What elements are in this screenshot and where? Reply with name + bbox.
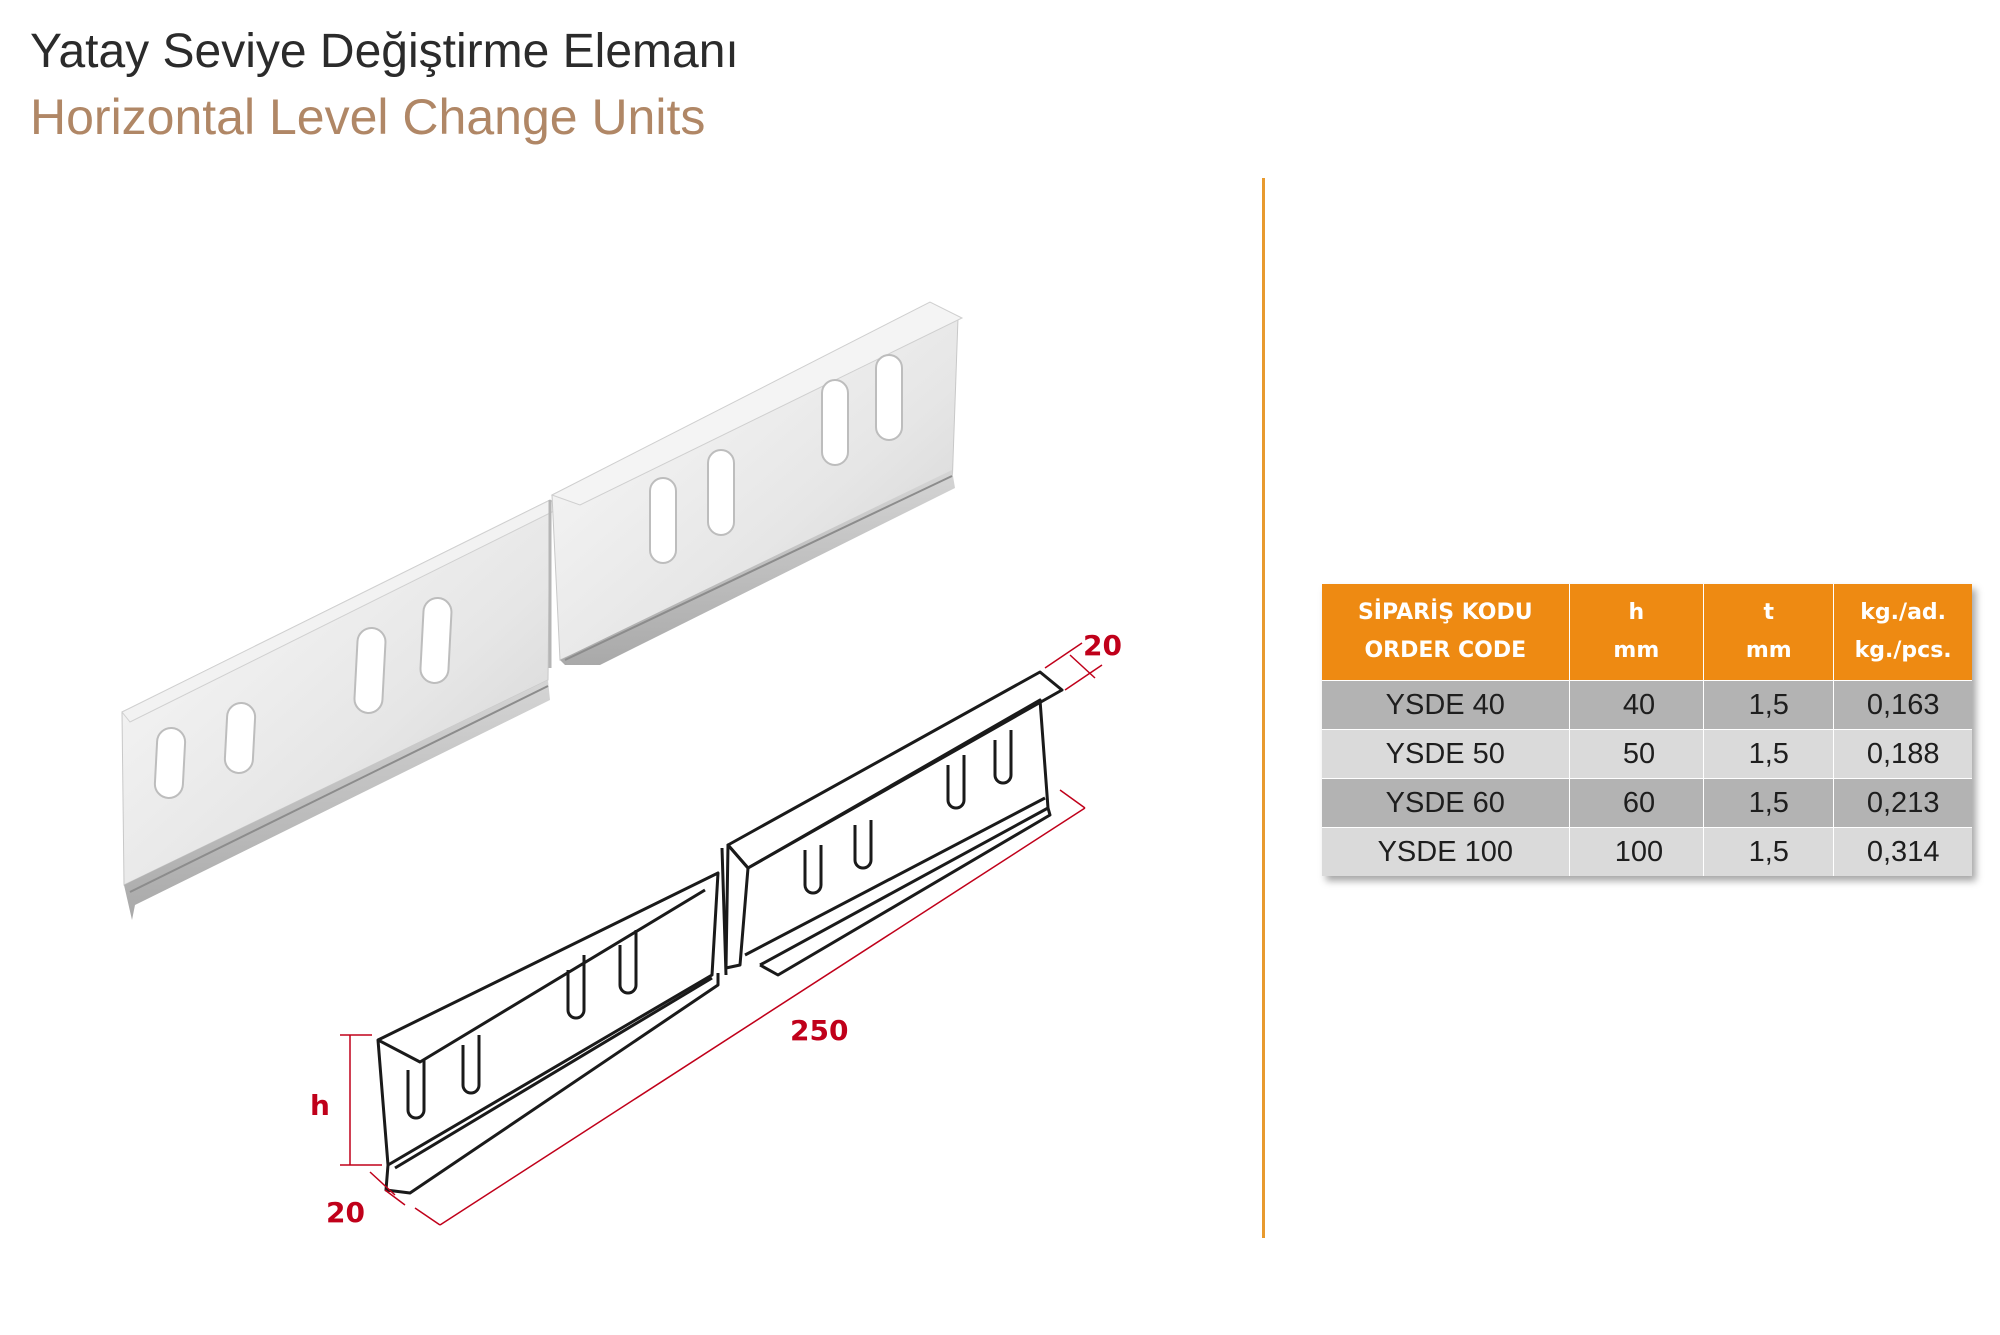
page-title-en: Horizontal Level Change Units (30, 89, 706, 145)
table-header-row: SİPARİŞ KODU ORDER CODE h mm t mm kg./ad… (1322, 584, 1972, 681)
header-t: t mm (1703, 584, 1835, 681)
vertical-divider (1262, 178, 1265, 1238)
product-render (121, 301, 964, 920)
table-row: YSDE 40 40 1,5 0,163 (1322, 680, 1972, 730)
cell-order-code: YSDE 50 (1322, 729, 1570, 779)
table-row: YSDE 50 50 1,5 0,188 (1322, 729, 1972, 779)
cell-t: 1,5 (1703, 680, 1835, 730)
order-code-table: SİPARİŞ KODU ORDER CODE h mm t mm kg./ad… (1322, 584, 1972, 876)
table-row: YSDE 60 60 1,5 0,213 (1322, 778, 1972, 828)
header-h: h mm (1569, 584, 1705, 681)
dimension-lines (340, 642, 1103, 1226)
cell-h: 60 (1569, 778, 1705, 828)
page-title-tr: Yatay Seviye Değiştirme Elemanı (30, 25, 739, 78)
cell-weight: 0,213 (1833, 778, 1972, 828)
cell-h: 50 (1569, 729, 1705, 779)
cell-t: 1,5 (1703, 729, 1835, 779)
cell-order-code: YSDE 100 (1322, 827, 1570, 876)
table-row: YSDE 100 100 1,5 0,314 (1322, 827, 1972, 876)
cell-t: 1,5 (1703, 778, 1835, 828)
product-drawing: 20 250 h 20 (121, 301, 1122, 1229)
dim-height: h (310, 1089, 330, 1122)
header-order-code: SİPARİŞ KODU ORDER CODE (1322, 584, 1570, 681)
header-weight: kg./ad. kg./pcs. (1833, 584, 1972, 681)
cell-order-code: YSDE 60 (1322, 778, 1570, 828)
dim-top-width: 20 (1083, 629, 1122, 662)
cell-h: 40 (1569, 680, 1705, 730)
dim-length: 250 (790, 1014, 848, 1047)
technical-drawing (376, 670, 1064, 1195)
cell-order-code: YSDE 40 (1322, 680, 1570, 730)
dim-bottom-width: 20 (326, 1196, 365, 1229)
cell-h: 100 (1569, 827, 1705, 876)
cell-t: 1,5 (1703, 827, 1835, 876)
cell-weight: 0,314 (1833, 827, 1972, 876)
cell-weight: 0,163 (1833, 680, 1972, 730)
cell-weight: 0,188 (1833, 729, 1972, 779)
